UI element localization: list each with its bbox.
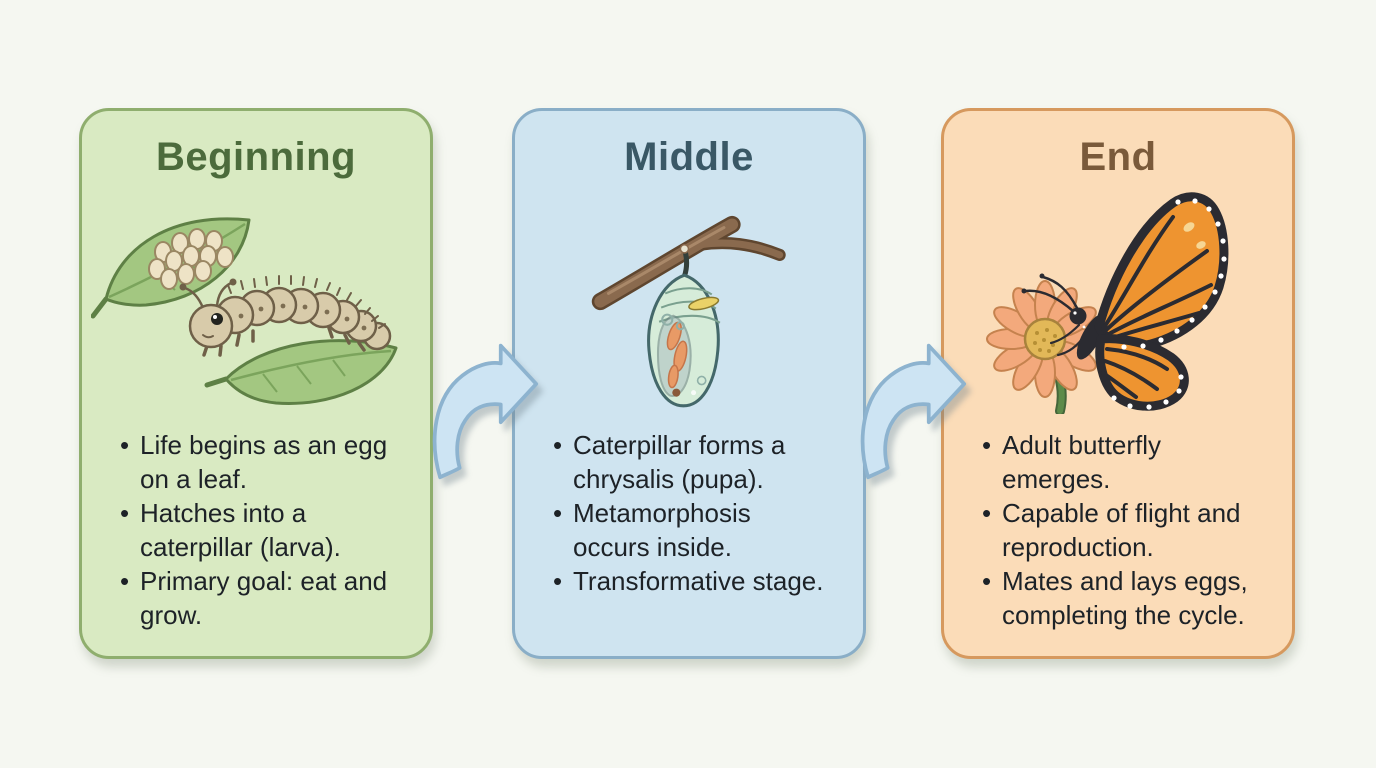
bullet-item: Hatches into a caterpillar (larva). [120,496,410,564]
panel-beginning-illustration [82,180,430,422]
bullet-item: Primary goal: eat and grow. [120,564,410,632]
leaf-icon [204,338,398,405]
panel-middle-illustration [515,180,863,422]
panel-middle-bullets: Caterpillar forms a chrysalis (pupa). Me… [553,428,843,598]
panel-beginning: Beginning [79,108,433,659]
panel-end-illustration [944,180,1292,422]
bullet-item: Life begins as an egg on a leaf. [120,428,410,496]
bullet-item: Transformative stage. [553,564,843,598]
arrow-beginning-to-middle-icon [432,343,539,480]
panel-end-bullets: Adult butterfly emerges. Capable of flig… [982,428,1272,632]
silk-pad [679,244,690,254]
butterfly-on-flower-icon [986,191,1229,414]
branch-icon [591,215,786,311]
panel-end: End [941,108,1295,659]
leaf-with-eggs-icon [91,216,251,318]
panel-end-title: End [1079,135,1157,179]
chrysalis-on-branch-icon [591,215,786,408]
panel-middle-title: Middle [624,135,754,179]
flower-icon [986,279,1104,414]
panel-beginning-bullets: Life begins as an egg on a leaf. Hatches… [120,428,410,632]
arrow-middle-to-end-icon [860,343,967,480]
butterfly-icon [1021,191,1229,411]
chrysalis-icon [647,273,721,408]
bullet-item: Capable of flight and reproduction. [982,496,1272,564]
bullet-item: Metamorphosis occurs inside. [553,496,843,564]
eggs-and-caterpillar-icon [91,216,398,405]
bullet-item: Caterpillar forms a chrysalis (pupa). [553,428,843,496]
caterpillar-icon [179,274,392,357]
panel-beginning-title: Beginning [155,135,357,179]
bullet-item: Mates and lays eggs, completing the cycl… [982,564,1272,632]
bullet-item: Adult butterfly emerges. [982,428,1272,496]
panel-middle: Middle [512,108,866,659]
